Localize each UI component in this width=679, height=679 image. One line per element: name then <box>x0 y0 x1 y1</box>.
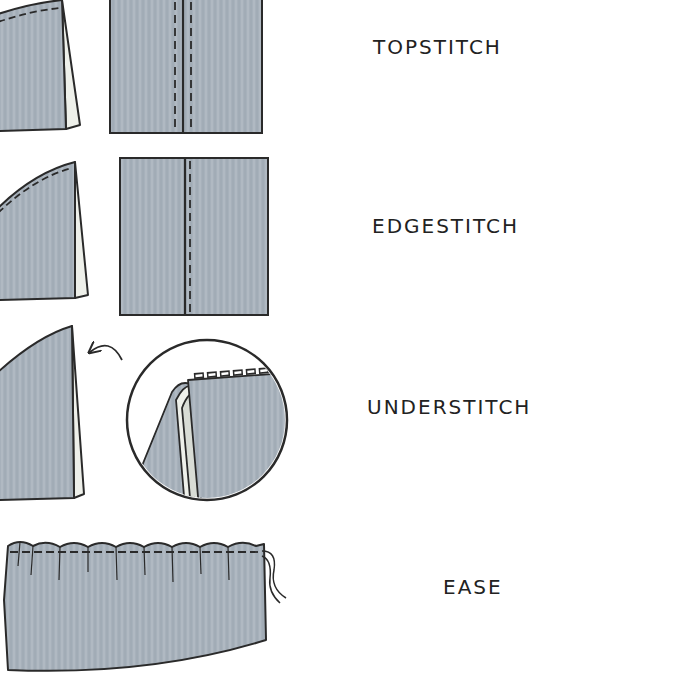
detail-arrow <box>90 346 122 360</box>
understitch-fold <box>0 326 84 500</box>
topstitch-fold <box>0 0 80 131</box>
edgestitch-seam <box>120 158 268 315</box>
edgestitch-fold <box>0 162 88 300</box>
term-label: UNDERSTITCH <box>367 395 531 419</box>
understitch-detail <box>120 340 300 520</box>
ease-fabric <box>4 542 286 671</box>
term-label: EDGESTITCH <box>372 214 519 238</box>
term-label: EASE <box>443 575 503 599</box>
topstitch-seam <box>110 0 262 133</box>
term-label: TOPSTITCH <box>373 35 502 59</box>
